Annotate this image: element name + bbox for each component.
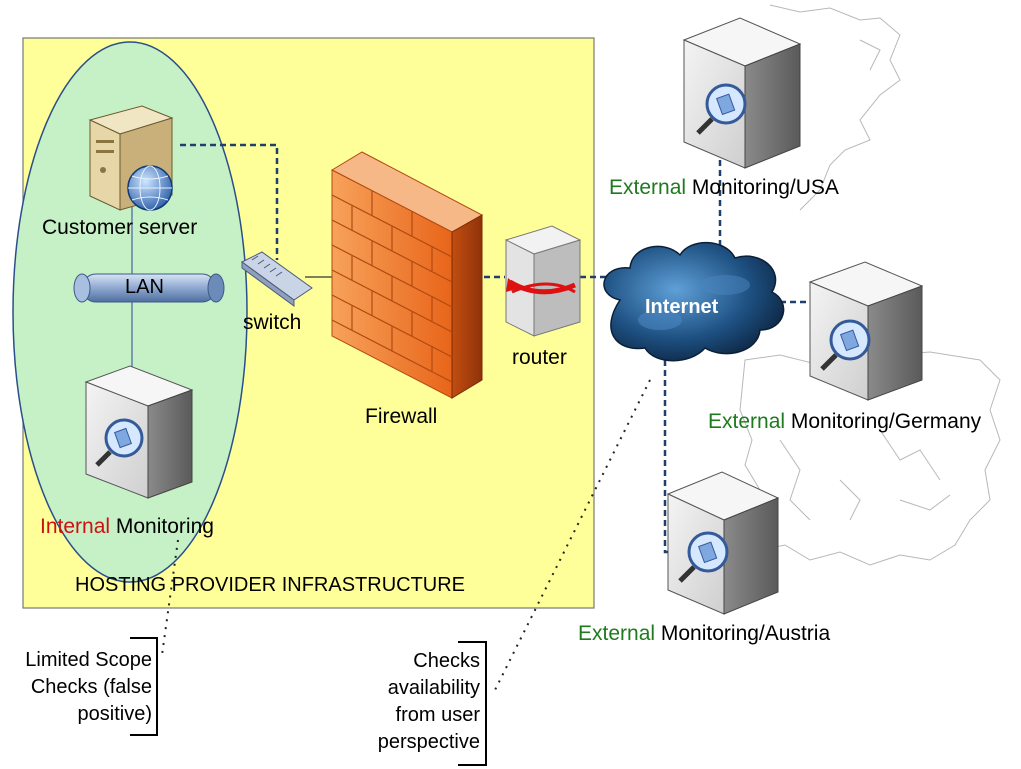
availability-line-4: perspective <box>377 731 480 753</box>
germany-rest: Monitoring/Germany <box>785 410 982 433</box>
limited-line-2: Checks (false <box>30 676 152 698</box>
switch-icon <box>241 251 313 307</box>
customer-server-label: Customer server <box>42 216 198 239</box>
usa-rest: Monitoring/USA <box>686 176 839 199</box>
availability-line-1: Checks <box>413 650 480 672</box>
router-label: router <box>512 346 567 369</box>
germany-highlight: External <box>708 410 786 433</box>
usa-monitoring-icon <box>682 17 802 169</box>
usa-highlight: External <box>609 176 687 199</box>
annotation-pointers <box>161 379 651 691</box>
internal-highlight: Internal <box>40 515 111 538</box>
internet-cloud-icon <box>603 241 785 362</box>
internal-rest: Monitoring <box>110 515 214 538</box>
internet-label: Internet <box>645 296 719 318</box>
availability-line-2: availability <box>387 677 480 699</box>
switch-label: switch <box>243 311 302 334</box>
limited-line-3: positive) <box>77 703 152 725</box>
austria-highlight: External <box>578 622 656 645</box>
internal-monitoring-icon <box>84 365 194 499</box>
lan-label: LAN <box>125 276 164 298</box>
availability-bracket <box>458 641 487 766</box>
hosting-zone-title: HOSTING PROVIDER INFRASTRUCTURE <box>75 574 466 596</box>
germany-monitoring-icon <box>808 261 924 401</box>
firewall-icon <box>330 151 484 399</box>
availability-line-3: from user <box>395 704 480 726</box>
germany-monitoring-label: External Monitoring/Germany <box>708 410 981 434</box>
limited-line-1: Limited Scope <box>25 649 152 671</box>
customer-server-icon <box>88 105 174 211</box>
router-icon <box>504 225 582 337</box>
lan-bus-icon <box>73 273 225 303</box>
austria-monitoring-label: External Monitoring/Austria <box>578 622 830 646</box>
availability-note: Checks availability from user perspectiv… <box>340 648 480 756</box>
limited-scope-bracket <box>130 637 158 736</box>
firewall-label: Firewall <box>365 405 438 428</box>
internal-monitoring-label: Internal Monitoring <box>40 515 214 539</box>
limited-scope-note: Limited Scope Checks (false positive) <box>0 647 152 728</box>
usa-monitoring-label: External Monitoring/USA <box>609 176 839 200</box>
austria-rest: Monitoring/Austria <box>655 622 831 645</box>
austria-monitoring-icon <box>666 471 780 615</box>
